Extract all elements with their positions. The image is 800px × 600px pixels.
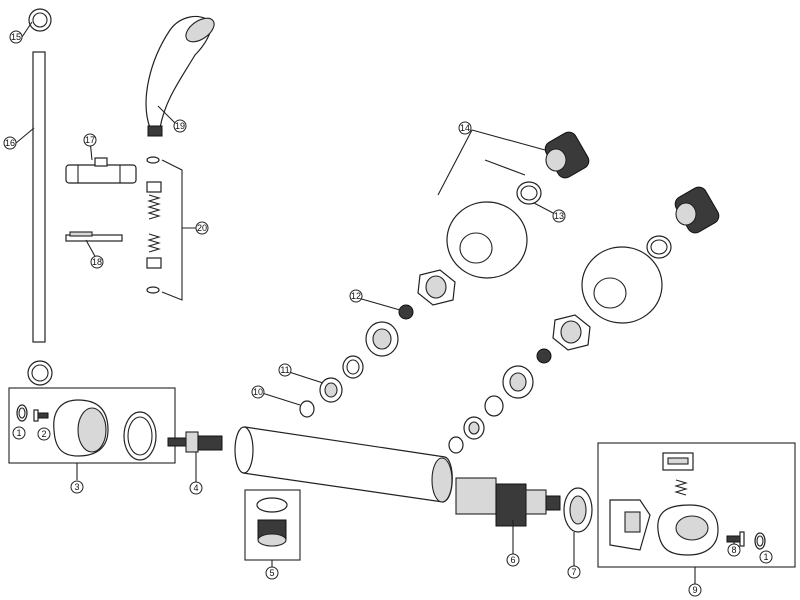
part-label-10: 10 (253, 387, 263, 397)
elbow-fitting-left (544, 131, 590, 179)
nut-right (552, 314, 591, 351)
callout-1-right: 1 (759, 550, 773, 564)
callout-18: 18 (90, 255, 104, 269)
circlip-right (448, 436, 464, 454)
shower-hose (146, 156, 162, 294)
callout-8: 8 (727, 543, 741, 557)
part-label-16: 16 (5, 138, 15, 148)
shower-handset (145, 15, 215, 137)
rail-end-cap-bottom (27, 360, 53, 386)
cover-plate-right (581, 246, 663, 324)
washer-13 (516, 181, 542, 205)
part-label-14: 14 (460, 123, 470, 133)
part-label-1-right: 1 (763, 552, 768, 562)
part-label-19: 19 (175, 121, 185, 131)
thermostatic-cartridge (455, 477, 561, 527)
knob-adapter (609, 499, 651, 551)
part-label-3: 3 (74, 482, 79, 492)
callout-15: 15 (9, 30, 23, 44)
callout-14: 14 (458, 121, 472, 135)
part-label-5: 5 (269, 568, 274, 578)
control-knob-left (53, 399, 109, 457)
callout-16: 16 (3, 136, 17, 150)
riser-rail (32, 51, 46, 343)
rail-end-cap-top (28, 8, 52, 32)
part-label-15: 15 (11, 32, 21, 42)
filter-12 (398, 304, 414, 320)
flow-cartridge (167, 431, 223, 453)
retaining-nut-7 (563, 487, 593, 533)
shroud-sleeve-left (123, 411, 157, 461)
callout-6: 6 (506, 553, 520, 567)
circlip-left (16, 404, 28, 422)
filter-right (536, 348, 552, 364)
part-label-7: 7 (571, 567, 576, 577)
nipple-right (502, 365, 534, 399)
filter-seal (256, 497, 288, 547)
callout-11: 11 (278, 363, 292, 377)
screw-left (33, 409, 49, 422)
part-label-11: 11 (280, 365, 289, 375)
callout-12: 12 (349, 289, 363, 303)
spring (674, 479, 688, 496)
callout-1-left: 1 (12, 426, 26, 440)
callouts: 15 16 17 18 19 20 1 2 3 4 5 6 7 8 9 1 10… (3, 30, 773, 597)
part-label-13: 13 (554, 211, 564, 221)
elbow-fitting-right (674, 186, 720, 234)
part-label-6: 6 (510, 555, 515, 565)
callout-10: 10 (251, 385, 265, 399)
circlip-10 (299, 400, 315, 418)
part-label-20: 20 (197, 223, 207, 233)
wall-bracket (65, 231, 123, 242)
check-valve-11 (319, 377, 343, 403)
hose-bracket-line (161, 159, 183, 301)
callout-3: 3 (70, 480, 84, 494)
part-label-4: 4 (193, 483, 198, 493)
part-label-17: 17 (85, 135, 95, 145)
part-label-9: 9 (692, 585, 697, 595)
circlip-right-end (754, 532, 766, 550)
check-valve-right (463, 416, 485, 440)
callout-9: 9 (688, 583, 702, 597)
callout-20: 20 (195, 221, 209, 235)
callout-13: 13 (552, 209, 566, 223)
part-label-18: 18 (92, 257, 102, 267)
callout-4: 4 (189, 481, 203, 495)
leader-14 (437, 129, 546, 196)
part-label-8: 8 (731, 545, 736, 555)
part-label-2: 2 (41, 429, 46, 439)
part-label-12: 12 (351, 291, 361, 301)
callout-5: 5 (265, 566, 279, 580)
callout-17: 17 (83, 133, 97, 147)
control-knob-right (657, 504, 719, 556)
cover-plate-left (446, 201, 528, 279)
washer-right-upper (646, 235, 672, 259)
washer-right-lower (484, 395, 504, 417)
part-label-1-left: 1 (16, 428, 21, 438)
part-3-box (8, 387, 176, 464)
nut-left (417, 269, 456, 306)
temperature-stop (662, 452, 694, 471)
part-9-box (597, 442, 796, 568)
callout-2: 2 (37, 427, 51, 441)
callout-7: 7 (567, 565, 581, 579)
callout-19: 19 (173, 119, 187, 133)
valve-body (234, 426, 453, 503)
nipple-left (365, 321, 399, 357)
washer-left-upper (342, 355, 364, 379)
slider-bracket (65, 157, 137, 184)
